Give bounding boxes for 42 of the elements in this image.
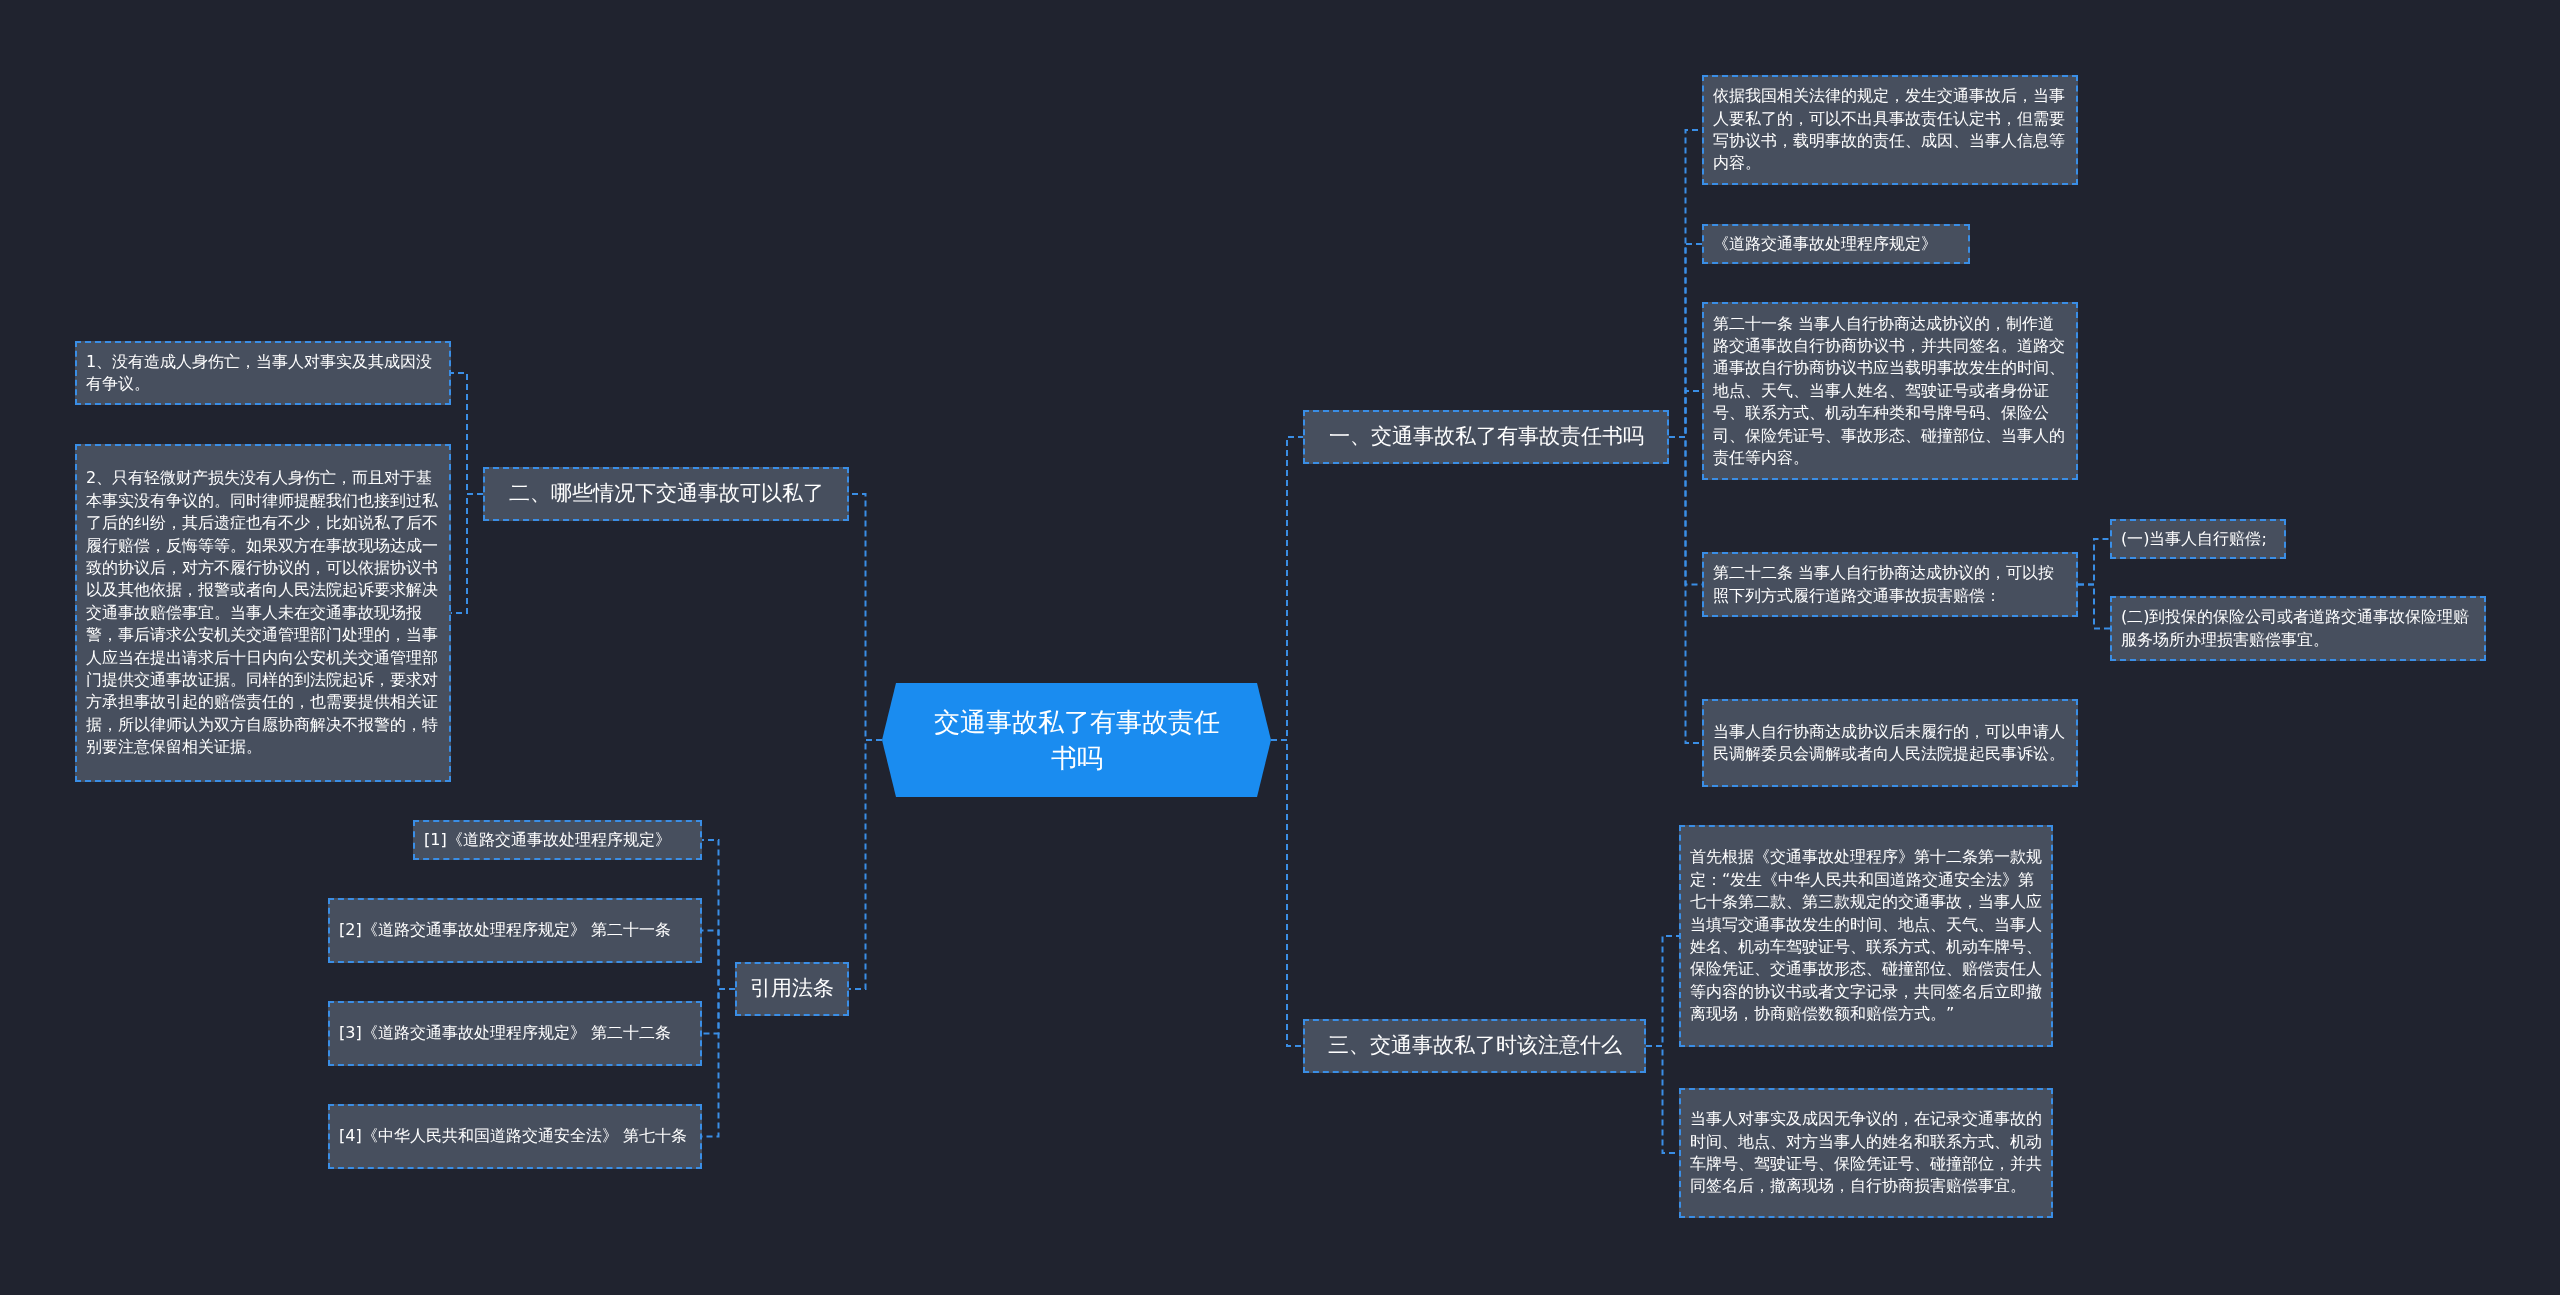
subtopic-box bbox=[1702, 75, 2078, 185]
topic-box bbox=[1303, 1019, 1646, 1073]
note-text: (二)到投保的保险公司或者道路交通事故保险理赔服务场所办理损害赔偿事宜。 bbox=[2121, 606, 2471, 651]
note-text: 第二十二条 当事人自行协商达成协议的，可以按照下列方式履行道路交通事故损害赔偿： bbox=[1713, 562, 2056, 607]
subtopic-box bbox=[328, 1001, 702, 1066]
topic-text: 交通事故私了有事故责任书吗 bbox=[932, 705, 1221, 775]
subtopic-box bbox=[1702, 699, 2078, 787]
topic-box bbox=[735, 962, 849, 1016]
subtopic-box bbox=[75, 341, 451, 405]
central-topic-shape bbox=[882, 683, 1271, 797]
subtopic-box bbox=[1702, 302, 2078, 480]
connector-line bbox=[1270, 739, 1304, 1047]
topic-text: 二、哪些情况下交通事故可以私了 bbox=[508, 480, 824, 508]
note-text: 1、没有造成人身伤亡，当事人对事实及其成因没有争议。 bbox=[86, 350, 434, 395]
subtopic-box bbox=[1679, 825, 2053, 1047]
subtopic-box bbox=[1679, 1088, 2053, 1218]
subtopic-box bbox=[2110, 596, 2486, 661]
subtopic-box bbox=[1702, 224, 1970, 264]
note-text: 当事人对事实及成因无争议的，在记录交通事故的时间、地点、对方当事人的姓名和联系方式、机动车牌号、驾驶证号、保险凭证号、碰撞部位，并共同签名后，撤离现场，自行协商损害赔偿事宜。 bbox=[1690, 1108, 2042, 1198]
note-text: 2、只有轻微财产损失没有人身伤亡，而且对于基本事实没有争议的。同时律师提醒我们也接到过私了后的纠纷，其后遗症也有不少，比如说私了后不履行赔偿，反悔等等。如果双方在事故现场达成一致的协议后，对方不履行协议的，可以依据协议书以及其他依据，报警或者向人民法院起诉要求解决交通事故赔偿事宜。当事人未在交通事故现场报警，事后请求公安机关交通管理部门处理的，当事人应当在提出请求后十日内向公安机关交通管理部门提供交通事故证据。同样的到法院起诉，要求对方承担事故引起的赔偿责任的，也需要提供相关证据，所以律师认为双方自愿协商解决不报警的，特别要注意保留相关证据。 bbox=[86, 467, 439, 759]
note-text: 《道路交通事故处理程序规定》 bbox=[1713, 232, 1937, 255]
note-text: [2]《道路交通事故处理程序规定》 第二十一条 bbox=[339, 919, 671, 942]
note-text: [1]《道路交通事故处理程序规定》 bbox=[424, 828, 671, 851]
topic-box bbox=[1303, 410, 1669, 464]
topic-text: 一、交通事故私了有事故责任书吗 bbox=[1328, 423, 1644, 451]
note-text: [3]《道路交通事故处理程序规定》 第二十二条 bbox=[339, 1022, 671, 1045]
subtopic-box bbox=[328, 1104, 702, 1169]
note-text: 当事人自行协商达成协议后未履行的，可以申请人民调解委员会调解或者向人民法院提起民事诉讼。 bbox=[1713, 720, 2066, 765]
subtopic-box bbox=[2110, 519, 2286, 559]
subtopic-box bbox=[75, 444, 451, 782]
connector-line bbox=[2077, 583, 2111, 630]
topic-box bbox=[483, 467, 849, 521]
topic-text: 三、交通事故私了时该注意什么 bbox=[1327, 1032, 1622, 1060]
note-text: 依据我国相关法律的规定，发生交通事故后，当事人要私了的，可以不出具事故责任认定书，但需要写协议书，载明事故的责任、成因、当事人信息等内容。 bbox=[1713, 85, 2066, 175]
note-text: [4]《中华人民共和国道路交通安全法》 第七十条 bbox=[339, 1125, 687, 1148]
subtopic-box bbox=[1702, 552, 2078, 617]
subtopic-box bbox=[328, 898, 702, 963]
note-text: 首先根据《交通事故处理程序》第十二条第一款规定：“发生《中华人民共和国道路交通安全法》第七十条第二款、第三款规定的交通事故，当事人应当填写交通事故发生的时间、地点、天气、当事人姓名、机动车驾驶证号、联系方式、机动车牌号、保险凭证、交通事故形态、碰撞部位、赔偿责任人等内容的协议书或者文字记录，共同签名后立即撤离现场，协商赔偿数额和赔偿方式。” bbox=[1690, 846, 2042, 1026]
topic-text: 引用法条 bbox=[750, 975, 834, 1003]
note-text: (一)当事人自行赔偿; bbox=[2121, 527, 2267, 550]
note-text: 第二十一条 当事人自行协商达成协议的，制作道路交通事故自行协商协议书，并共同签名。道路交通事故自行协商协议书应当载明事故发生的时间、地点、天气、当事人姓名、驾驶证号或者身份证号、联系方式、机动车种类和号牌号码、保险公司、保险凭证号、事故形态、碰撞部位、当事人的责任等内容。 bbox=[1713, 312, 2066, 469]
subtopic-box bbox=[413, 820, 702, 860]
